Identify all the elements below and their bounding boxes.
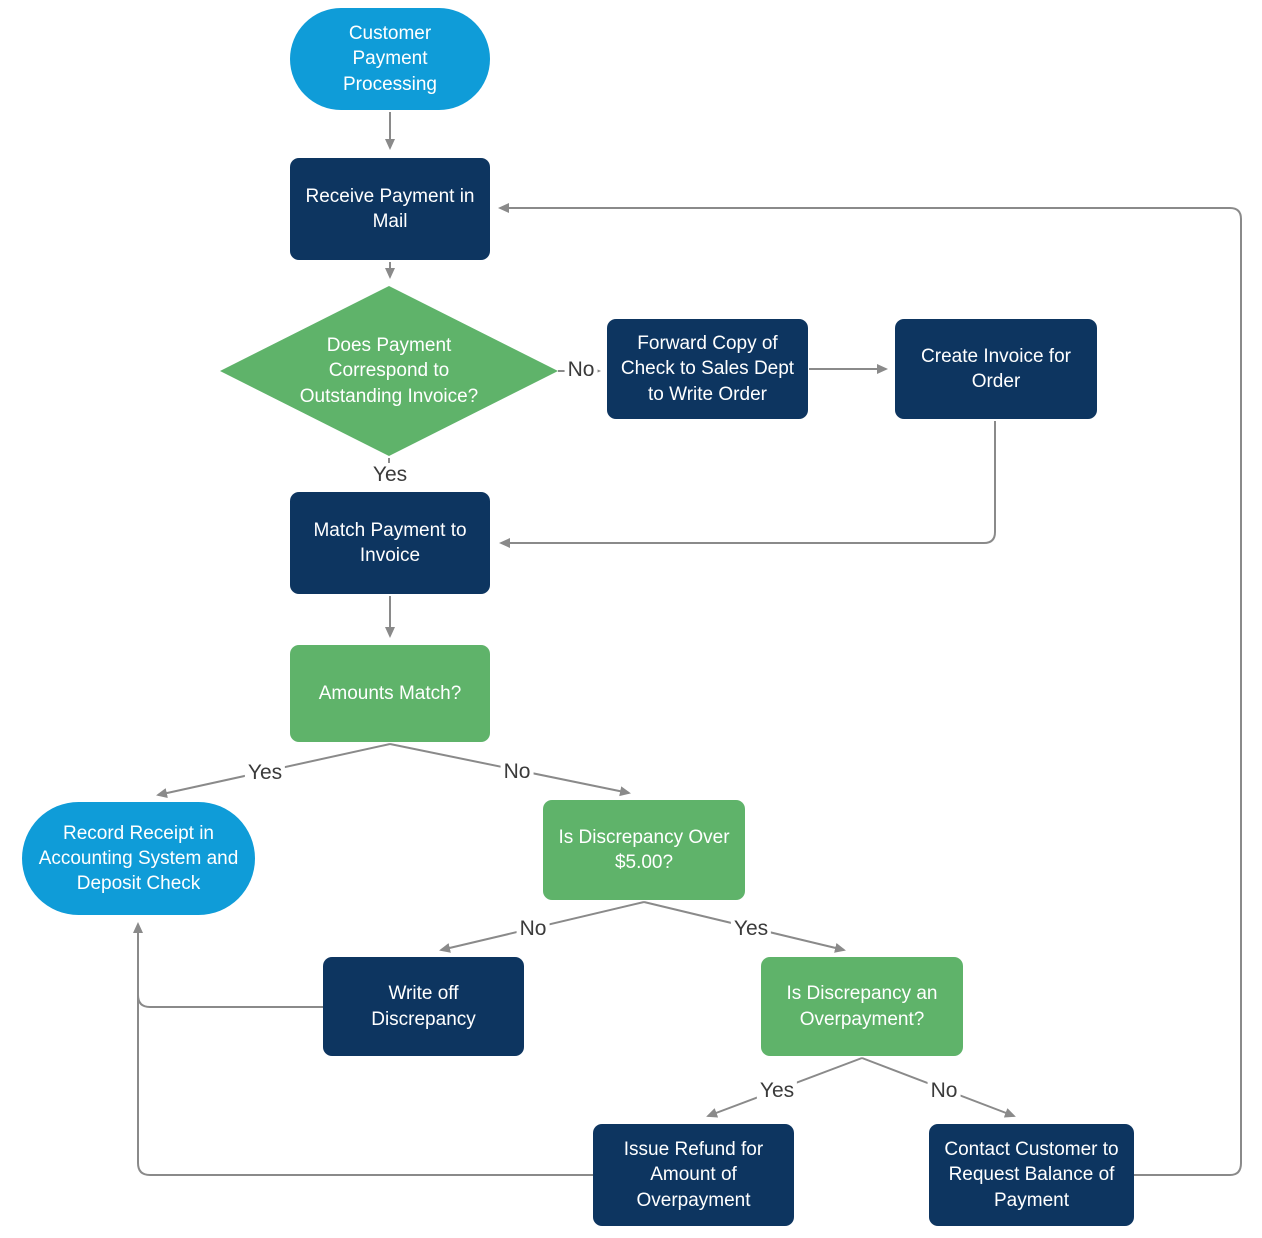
node-label: Issue Refund for Amount of Overpayment — [623, 1139, 764, 1211]
node-label: Is Discrepancy an Overpayment? — [786, 983, 938, 1030]
node-decision-is-overpayment: Is Discrepancy an Overpayment? — [761, 957, 963, 1056]
edge-label-discrepancy-no: No — [516, 917, 550, 941]
node-write-off-discrepancy: Write off Discrepancy — [323, 957, 524, 1056]
node-contact-customer-balance: Contact Customer to Request Balance of P… — [929, 1124, 1134, 1226]
node-label: Match Payment to Invoice — [313, 519, 467, 566]
node-receive-payment-in-mail: Receive Payment in Mail — [290, 158, 490, 260]
node-label: Receive Payment in Mail — [305, 185, 475, 232]
node-label: Create Invoice for Order — [921, 345, 1071, 392]
edge-label-invoice-yes: Yes — [369, 463, 411, 487]
node-forward-copy-of-check: Forward Copy of Check to Sales Dept to W… — [607, 319, 808, 419]
edge-refund-to-record — [133, 922, 593, 1176]
node-label: Is Discrepancy Over $5.00? — [558, 826, 730, 873]
node-label: Amounts Match? — [318, 682, 462, 704]
edge-contact-to-receive — [498, 203, 1242, 1176]
node-decision-amounts-match: Amounts Match? — [290, 645, 490, 742]
edge-label-amounts-yes: Yes — [244, 761, 286, 785]
edge-writeoff-join-feedback — [137, 994, 323, 1008]
edge-label-amounts-no: No — [500, 760, 534, 784]
node-label: Forward Copy of Check to Sales Dept to W… — [620, 333, 795, 405]
node-label: Does Payment Correspond to Outstanding I… — [299, 335, 479, 407]
node-issue-refund-overpayment: Issue Refund for Amount of Overpayment — [593, 1124, 794, 1226]
node-match-payment-to-invoice: Match Payment to Invoice — [290, 492, 490, 594]
node-create-invoice-for-order: Create Invoice for Order — [895, 319, 1097, 419]
edge-label-overpayment-no: No — [927, 1079, 961, 1103]
node-label: Customer Payment Processing — [343, 23, 437, 95]
node-record-receipt-and-deposit: Record Receipt in Accounting System and … — [22, 802, 255, 915]
node-start-customer-payment-processing: Customer Payment Processing — [290, 8, 490, 110]
edge-label-invoice-no: No — [564, 358, 598, 382]
node-label: Record Receipt in Accounting System and … — [38, 822, 239, 895]
node-label: Write off Discrepancy — [371, 983, 476, 1030]
node-label: Contact Customer to Request Balance of P… — [944, 1139, 1119, 1211]
edge-label-overpayment-yes: Yes — [756, 1079, 798, 1103]
node-decision-discrepancy-over-5: Is Discrepancy Over $5.00? — [543, 800, 745, 900]
edge-create-to-match — [499, 421, 996, 548]
edge-label-discrepancy-yes: Yes — [730, 917, 772, 941]
